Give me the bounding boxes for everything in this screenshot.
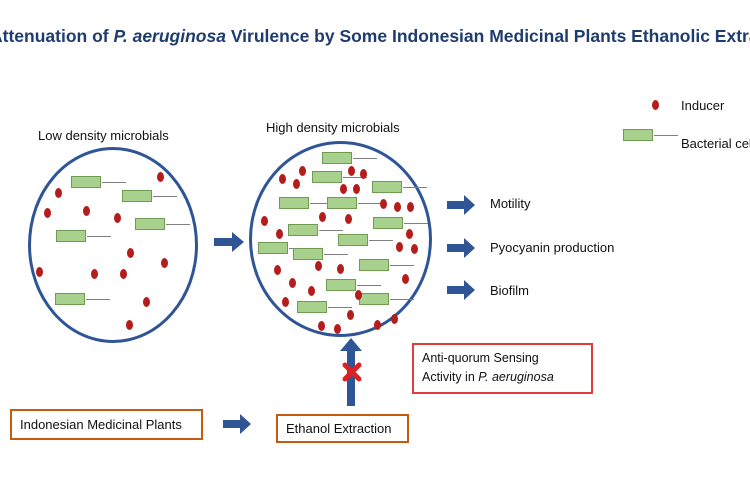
legend-inducer-label: Inducer bbox=[681, 98, 725, 113]
inducer-dot bbox=[380, 199, 387, 209]
bacterial-cell bbox=[359, 293, 414, 305]
bacterial-cell bbox=[55, 293, 110, 305]
inducer-dot bbox=[293, 179, 300, 189]
inducer-dot bbox=[318, 321, 325, 331]
diagram-title: Attenuation of P. aeruginosa Virulence b… bbox=[0, 26, 750, 47]
low-density-circle bbox=[28, 147, 198, 343]
inducer-dot bbox=[289, 278, 296, 288]
bacterial-cell bbox=[293, 248, 348, 260]
bacterial-cell bbox=[327, 197, 382, 209]
legend-inducer-dot bbox=[652, 100, 659, 110]
medicinal-plants-box: Indonesian Medicinal Plants bbox=[10, 409, 203, 440]
anti-quorum-sensing-box: Anti-quorum Sensing Activity in P. aerug… bbox=[412, 343, 593, 394]
inducer-dot bbox=[348, 166, 355, 176]
inducer-dot bbox=[143, 297, 150, 307]
anti-qs-line2: Activity in P. aeruginosa bbox=[422, 368, 583, 387]
title-part1: Attenuation of bbox=[0, 26, 114, 46]
inducer-dot bbox=[347, 310, 354, 320]
inducer-dot bbox=[345, 214, 352, 224]
inducer-dot bbox=[315, 261, 322, 271]
bacterial-cell bbox=[338, 234, 393, 246]
legend-bacterial-cell bbox=[623, 129, 678, 141]
inducer-dot bbox=[276, 229, 283, 239]
anti-qs-line2-prefix: Activity in bbox=[422, 370, 479, 384]
inducer-dot bbox=[126, 320, 133, 330]
title-part2: Virulence by Some Indonesian Medicinal P… bbox=[225, 26, 750, 46]
inducer-dot bbox=[120, 269, 127, 279]
inducer-dot bbox=[157, 172, 164, 182]
medicinal-plants-label: Indonesian Medicinal Plants bbox=[20, 417, 182, 432]
outcome-biofilm: Biofilm bbox=[490, 283, 530, 298]
inducer-dot bbox=[44, 208, 51, 218]
anti-qs-line1: Anti-quorum Sensing bbox=[422, 351, 539, 365]
bacterial-cell bbox=[312, 171, 367, 183]
inducer-dot bbox=[114, 213, 121, 223]
bacterial-cell bbox=[322, 152, 377, 164]
inhibition-x-icon bbox=[342, 362, 362, 382]
inducer-dot bbox=[337, 264, 344, 274]
bacterial-cell bbox=[326, 279, 381, 291]
bacterial-cell bbox=[372, 181, 427, 193]
inducer-dot bbox=[340, 184, 347, 194]
bacterial-cell bbox=[258, 242, 313, 254]
bacterial-cell bbox=[279, 197, 334, 209]
bacterial-cell bbox=[297, 301, 352, 313]
inducer-dot bbox=[355, 290, 362, 300]
bacterial-cell bbox=[359, 259, 414, 271]
bacterial-cell bbox=[122, 190, 177, 202]
inducer-dot bbox=[374, 320, 381, 330]
inducer-dot bbox=[261, 216, 268, 226]
ethanol-extraction-label: Ethanol Extraction bbox=[286, 421, 392, 436]
arrow-right-icon bbox=[223, 414, 251, 434]
inducer-dot bbox=[161, 258, 168, 268]
inducer-dot bbox=[334, 324, 341, 334]
outcome-pyocyanin: Pyocyanin production bbox=[490, 240, 615, 255]
bacterial-cell bbox=[56, 230, 111, 242]
legend-bacterial-cell-label: Bacterial cell bbox=[681, 136, 750, 151]
inducer-dot bbox=[319, 212, 326, 222]
inducer-dot bbox=[127, 248, 134, 258]
inducer-dot bbox=[407, 202, 414, 212]
inducer-dot bbox=[36, 267, 43, 277]
inducer-dot bbox=[394, 202, 401, 212]
inducer-dot bbox=[83, 206, 90, 216]
inducer-dot bbox=[396, 242, 403, 252]
inducer-dot bbox=[402, 274, 409, 284]
high-density-circle bbox=[249, 141, 432, 337]
bacterial-cell bbox=[135, 218, 190, 230]
inducer-dot bbox=[299, 166, 306, 176]
inducer-dot bbox=[406, 229, 413, 239]
arrow-right-icon bbox=[447, 238, 475, 258]
inducer-dot bbox=[282, 297, 289, 307]
arrow-right-icon bbox=[447, 195, 475, 215]
bacterial-cell bbox=[288, 224, 343, 236]
bacterial-cell bbox=[71, 176, 126, 188]
inducer-dot bbox=[353, 184, 360, 194]
arrow-right-icon bbox=[214, 232, 244, 252]
high-density-label: High density microbials bbox=[266, 120, 400, 135]
inducer-dot bbox=[274, 265, 281, 275]
inducer-dot bbox=[55, 188, 62, 198]
inducer-dot bbox=[308, 286, 315, 296]
inducer-dot bbox=[411, 244, 418, 254]
bacterial-cell bbox=[373, 217, 428, 229]
outcome-motility: Motility bbox=[490, 196, 531, 211]
title-italic: P. aeruginosa bbox=[113, 26, 226, 46]
anti-qs-line2-italic: P. aeruginosa bbox=[478, 370, 554, 384]
inducer-dot bbox=[91, 269, 98, 279]
ethanol-extraction-box: Ethanol Extraction bbox=[276, 414, 409, 443]
inducer-dot bbox=[391, 314, 398, 324]
inducer-dot bbox=[279, 174, 286, 184]
arrow-right-icon bbox=[447, 280, 475, 300]
low-density-label: Low density microbials bbox=[38, 128, 169, 143]
inducer-dot bbox=[360, 169, 367, 179]
